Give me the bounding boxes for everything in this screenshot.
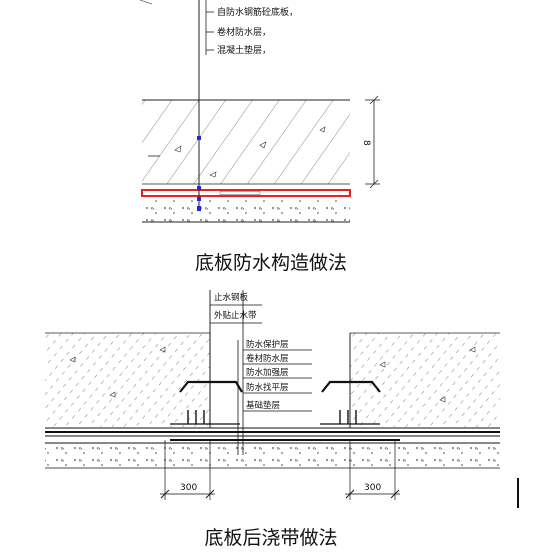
diagram-1: 自防水钢筋砼底板， 卷材防水层， 混凝土垫层， 8 <box>139 0 380 223</box>
caption-floor-waterproof: 底板防水构造做法 <box>194 252 347 274</box>
callout-layer-1: 防水保护层 <box>246 339 289 350</box>
dim-left: 300 <box>180 483 197 493</box>
callout-layer-5: 基础垫层 <box>246 400 280 411</box>
diagram-2: 止水钢板 外贴止水带 防水保护层 卷材防水层 防水加强层 防水找平层 基础垫层 … <box>45 290 519 508</box>
callout-water-stop: 外贴止水带 <box>214 310 257 321</box>
dim-right: 300 <box>364 483 381 493</box>
base-cushion <box>45 444 500 468</box>
callout-2: 卷材防水层， <box>217 26 271 38</box>
callout-layer-3: 防水加强层 <box>246 367 289 378</box>
concrete-cushion <box>142 198 350 222</box>
callout-layer-2: 卷材防水层 <box>246 353 289 364</box>
marker-blue <box>197 136 201 140</box>
caption-post-pour-belt: 底板后浇带做法 <box>204 527 338 549</box>
water-stop-right <box>321 380 381 393</box>
water-stop-left <box>179 380 243 393</box>
callout-3: 混凝土垫层， <box>217 44 271 56</box>
callout-steel-plate: 止水钢板 <box>214 292 249 303</box>
callout-layer-4: 防水找平层 <box>246 382 289 393</box>
dimension-label: 8 <box>361 140 371 146</box>
callout-1: 自防水钢筋砼底板， <box>217 6 298 18</box>
concrete-slab <box>142 100 350 184</box>
slab-left <box>45 333 210 427</box>
slab-right <box>350 333 500 427</box>
